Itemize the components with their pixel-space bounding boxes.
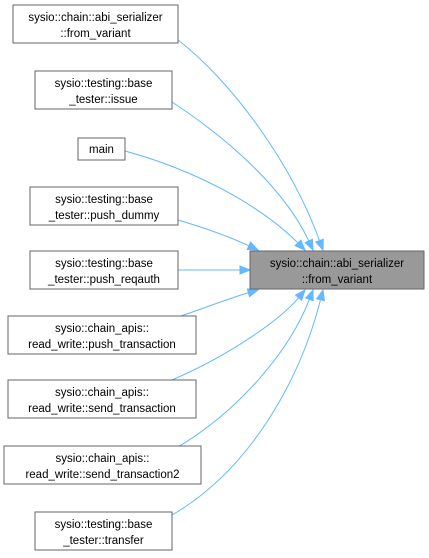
target-node-abi-serializer-from-variant[interactable]: sysio::chain::abi_serializer ::from_vari… <box>249 250 425 290</box>
caller-node-push-transaction[interactable]: sysio::chain_apis:: read_write::push_tra… <box>7 315 197 355</box>
edge-from-push-dummy <box>177 219 250 247</box>
node-label-line: sysio::chain_apis:: <box>56 453 150 465</box>
caller-node-main[interactable]: main <box>77 137 126 161</box>
caller-node-send-transaction[interactable]: sysio::chain_apis:: read_write::send_tra… <box>7 379 197 419</box>
edge-from-transfer <box>171 299 322 516</box>
edge-from-abi-serializer-arrowhead <box>314 238 324 252</box>
caller-node-push-dummy[interactable]: sysio::testing::base _tester::push_dummy <box>29 186 179 226</box>
edge-from-main-arrowhead <box>294 239 306 251</box>
edge-from-push-dummy-arrowhead <box>246 241 260 251</box>
caller-node-transfer[interactable]: sysio::testing::base _tester::transfer <box>34 511 173 551</box>
node-label-line: sysio::testing::base <box>55 78 153 90</box>
node-label-line: sysio::testing::base <box>55 194 153 206</box>
node-label-line: sysio::testing::base <box>55 519 153 531</box>
edges-layer <box>124 39 325 516</box>
node-label-line: sysio::chain_apis:: <box>55 323 149 335</box>
edge-from-push-reqauth-arrowhead <box>239 265 252 275</box>
edge-from-send-transaction-arrowhead <box>294 288 306 302</box>
caller-node-issue[interactable]: sysio::testing::base _tester::issue <box>34 70 173 110</box>
edge-from-main <box>124 150 299 244</box>
edge-from-transfer-arrowhead <box>315 288 325 302</box>
caller-node-abi-serializer-from-variant[interactable]: sysio::chain::abi_serializer ::from_vari… <box>12 4 179 44</box>
caller-node-send-transaction2[interactable]: sysio::chain_apis:: read_write::send_tra… <box>3 445 202 485</box>
edge-from-send-transaction <box>171 297 299 381</box>
node-label-line: read_write::send_transaction <box>28 403 176 415</box>
edge-from-issue-arrowhead <box>304 238 314 252</box>
edge-from-push-transaction <box>177 292 249 318</box>
edge-from-abi-serializer <box>177 39 321 241</box>
edge-from-push-transaction-arrowhead <box>246 288 260 298</box>
node-label-line: sysio::chain::abi_serializer <box>28 12 162 24</box>
node-label-line: read_write::send_transaction2 <box>25 469 179 481</box>
node-label-line: ::from_variant <box>302 274 373 286</box>
node-label-line: main <box>89 144 114 156</box>
node-label-line: ::from_variant <box>60 28 131 40</box>
edge-from-issue <box>171 101 310 242</box>
edge-from-send-transaction2-arrowhead <box>304 288 314 302</box>
node-label-line: sysio::chain_apis:: <box>55 387 149 399</box>
node-label-line: _tester::push_reqauth <box>47 274 160 286</box>
edge-from-send-transaction2 <box>177 299 310 448</box>
node-label-line: _tester::issue <box>68 94 137 106</box>
node-label-line: read_write::push_transaction <box>28 339 176 351</box>
node-label-line: _tester::transfer <box>62 535 144 547</box>
node-label-line: sysio::testing::base <box>55 258 153 270</box>
node-label-line: _tester::push_dummy <box>48 210 160 222</box>
caller-node-push-reqauth[interactable]: sysio::testing::base _tester::push_reqau… <box>29 250 179 290</box>
node-label-line: sysio::chain::abi_serializer <box>270 258 404 270</box>
